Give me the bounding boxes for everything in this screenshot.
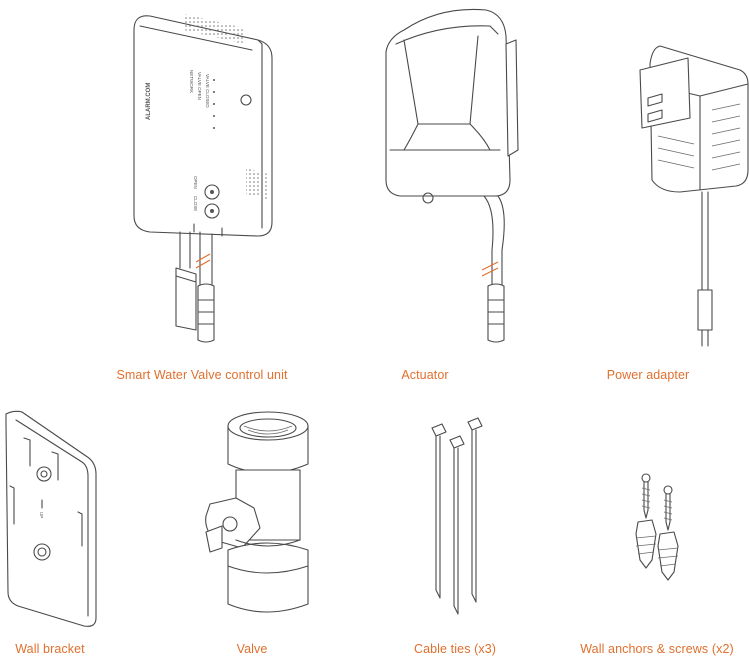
open-button-icon — [204, 184, 220, 200]
caption-valve: Valve — [236, 642, 268, 656]
led-valve-open-label: VALVE OPEN — [197, 72, 202, 100]
caption-control-unit: Smart Water Valve control unit — [116, 368, 288, 382]
power-adapter-illustration — [639, 45, 749, 347]
wall-anchors-screws-illustration — [635, 473, 679, 581]
actuator-screw-icon — [422, 192, 434, 204]
caption-actuator: Actuator — [401, 368, 449, 382]
caption-wall-bracket: Wall bracket — [15, 642, 85, 656]
control-unit-illustration: ALARM.COM NETWORK VALVE OPEN VALVE CLOSE… — [133, 14, 273, 343]
status-light-icon — [240, 94, 252, 106]
led-network-label: NETWORK — [189, 70, 194, 93]
actuator-illustration — [385, 8, 519, 343]
caption-power-adapter: Power adapter — [606, 368, 690, 382]
bracket-up-label: UP — [39, 512, 44, 518]
brand-logo-text: ALARM.COM — [146, 83, 152, 120]
close-button-icon — [204, 203, 220, 219]
valve-illustration — [205, 411, 309, 613]
close-button-label: CLOSE — [193, 196, 198, 211]
wall-bracket-illustration: UP — [5, 410, 97, 627]
cable-ties-illustration — [431, 417, 483, 615]
caption-cable-ties: Cable ties (x3) — [413, 642, 497, 656]
caption-wall-anchors-screws: Wall anchors & screws (x2) — [580, 642, 734, 656]
led-valve-closed-label: VALVE CLOSED — [205, 74, 210, 108]
open-button-label: OPEN — [193, 176, 198, 189]
